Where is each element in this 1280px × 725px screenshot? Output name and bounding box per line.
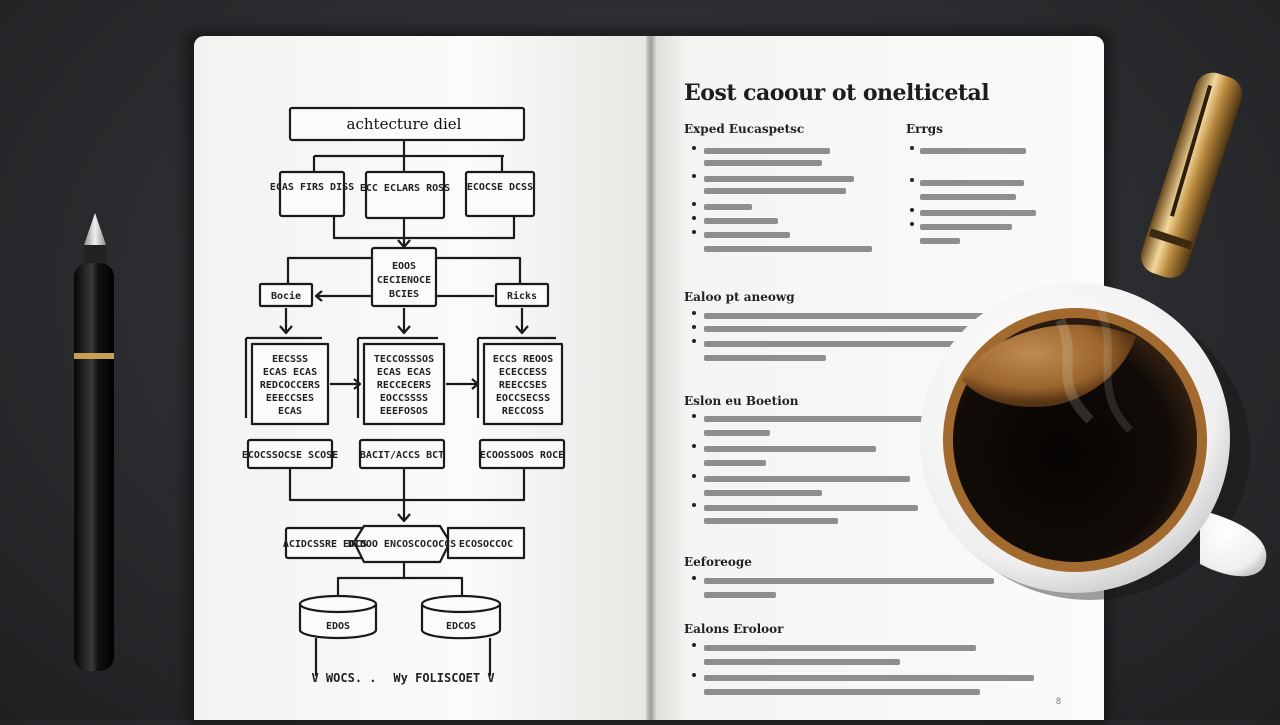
flowchart-node: ECAS FIRS DISS: [270, 182, 354, 193]
flowchart-bottom-node: ECOSOCCOC: [459, 539, 513, 550]
svg-text:TECCOSSSOS: TECCOSSSOS: [374, 354, 434, 365]
flowchart-center-label: CECIENOCE: [377, 275, 431, 286]
flowchart-node: ECOCSE DCSS: [467, 182, 533, 193]
architecture-flowchart: achtecture diel ECAS FIRS DISS ECC ECLAR…: [242, 106, 566, 685]
svg-text:REDCOCCERS: REDCOCCERS: [260, 380, 320, 391]
svg-text:REECCSES: REECCSES: [499, 380, 547, 391]
flowchart-bottom-node: DIDOO ENCOSCOCOCCS: [348, 539, 456, 550]
svg-text:ECAS: ECAS: [278, 406, 302, 417]
flowchart-database: EDOS: [326, 621, 350, 632]
section-heading: Ealons Eroloor: [684, 622, 784, 636]
section-heading: Exped Eucaspetsc: [684, 122, 805, 136]
section-heading: Eslon eu Boetion: [684, 394, 799, 408]
notebook-spine: [646, 36, 656, 720]
flowchart-row-label: ECOCSSOCSE SCOSE: [242, 450, 338, 461]
flowchart-row-label: BACIT/ACCS BCT: [360, 450, 444, 461]
section-heading: Errgs: [906, 122, 943, 136]
svg-text:ECAS ECAS: ECAS ECAS: [263, 367, 317, 378]
section-heading: Ealoo pt aneowg: [684, 290, 795, 304]
page-number: 8: [1056, 696, 1062, 706]
flowchart-node: ECC ECLARS ROSS: [360, 183, 450, 194]
flowchart-database: EDCOS: [446, 621, 476, 632]
flowchart-center-label: BCIES: [389, 289, 419, 300]
svg-text:RECCOSS: RECCOSS: [502, 406, 544, 417]
flowchart-footer-right: Wy FOLISCOET V: [393, 671, 494, 685]
flowchart-title: achtecture diel: [347, 115, 462, 133]
svg-text:EEEFOSOS: EEEFOSOS: [380, 406, 428, 417]
svg-text:ECCS REOOS: ECCS REOOS: [493, 354, 553, 365]
flowchart-side-left: Bocie: [271, 290, 301, 302]
svg-text:EOCCSSSS: EOCCSSSS: [380, 393, 428, 404]
flowchart-side-right: Ricks: [507, 290, 537, 302]
flowchart-footer-left: V WOCS. .: [311, 671, 376, 685]
flowchart-doc-text: EECSSS ECAS ECAS REDCOCCERS EEECCSES ECA…: [260, 354, 553, 417]
right-page-title: Eost caoour ot onelticetal: [684, 80, 990, 106]
svg-text:EOCCSECSS: EOCCSECSS: [496, 393, 550, 404]
svg-text:RECCECERS: RECCECERS: [377, 380, 431, 391]
pen-cap: [1140, 72, 1243, 278]
fountain-pen: [74, 213, 114, 671]
coffee-mug: [920, 283, 1267, 600]
flowchart-bottom-node: ACIDCSSRE EOCS: [283, 539, 367, 550]
section-heading: Eeforeoge: [684, 555, 752, 569]
svg-text:ECECCESS: ECECCESS: [499, 367, 547, 378]
svg-text:ECAS ECAS: ECAS ECAS: [377, 367, 431, 378]
svg-text:EEECCSES: EEECCSES: [266, 393, 314, 404]
svg-text:EECSSS: EECSSS: [272, 354, 308, 365]
flowchart-center-label: EOOS: [392, 261, 416, 272]
flowchart-row-label: ECOOSSOOS ROCE: [480, 450, 564, 461]
